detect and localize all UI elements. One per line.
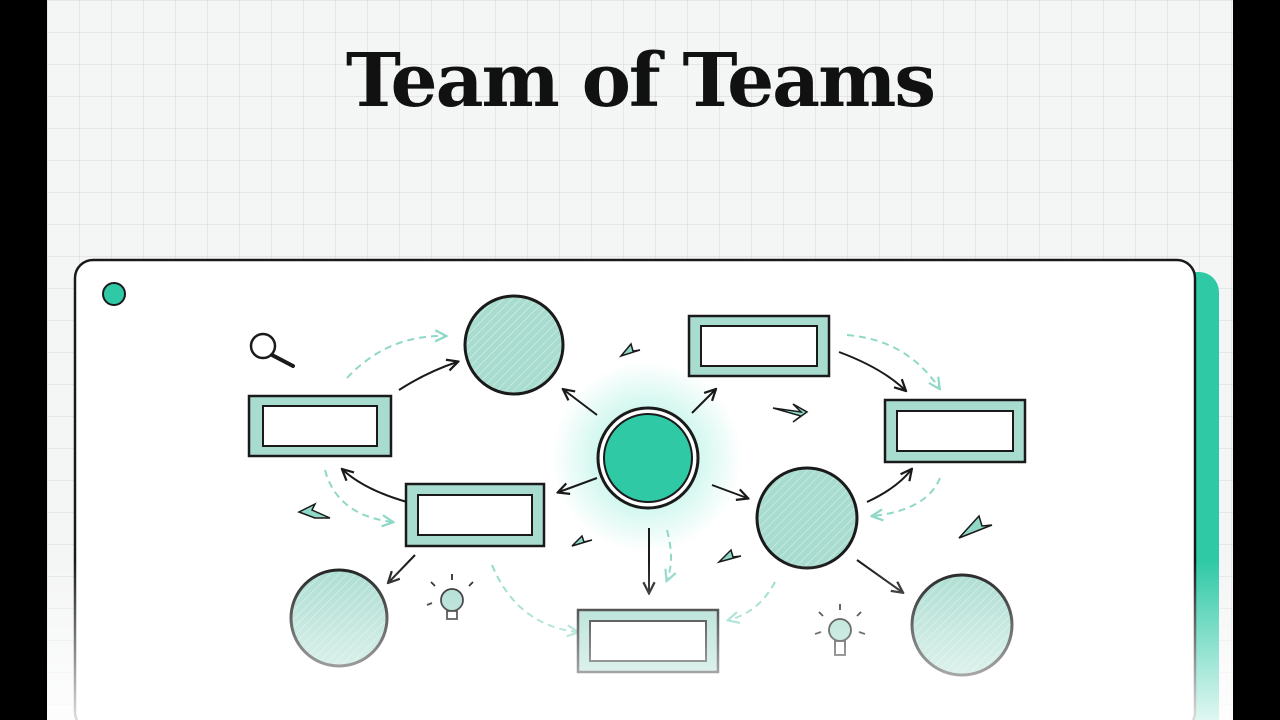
team-box bbox=[404, 482, 546, 548]
arrow-icon bbox=[866, 470, 911, 503]
team-circle bbox=[463, 294, 565, 396]
team-box bbox=[687, 314, 831, 378]
team-box bbox=[576, 608, 720, 674]
arrow-icon bbox=[398, 362, 457, 391]
arrow-icon bbox=[297, 502, 331, 519]
arrow-icon bbox=[559, 477, 598, 492]
hub-core bbox=[603, 413, 693, 503]
window-dot-icon bbox=[102, 282, 126, 306]
arrow-icon bbox=[571, 534, 593, 547]
page-title: Team of Teams bbox=[345, 38, 936, 124]
magnifier-icon bbox=[249, 332, 295, 368]
arrow-icon bbox=[324, 469, 392, 522]
slide-canvas: Team of Teams bbox=[47, 0, 1233, 720]
arrow-icon bbox=[343, 470, 408, 503]
team-circle bbox=[910, 573, 1014, 677]
team-box bbox=[883, 398, 1027, 464]
team-circle bbox=[289, 568, 389, 668]
arrow-icon bbox=[564, 390, 598, 416]
arrow-icon bbox=[772, 403, 809, 423]
arrow-icon bbox=[838, 351, 905, 390]
arrow-icon bbox=[346, 336, 445, 379]
arrow-icon bbox=[618, 342, 641, 358]
arrow-icon bbox=[716, 548, 742, 564]
team-circle bbox=[755, 466, 859, 570]
arrow-icon bbox=[691, 390, 715, 414]
arrow-icon bbox=[711, 484, 747, 498]
team-network-diagram bbox=[73, 258, 1219, 720]
arrow-icon bbox=[873, 477, 941, 516]
arrow-icon bbox=[667, 529, 671, 580]
arrow-icon bbox=[846, 334, 939, 388]
arrow-icon bbox=[958, 514, 993, 539]
team-box bbox=[247, 394, 393, 458]
